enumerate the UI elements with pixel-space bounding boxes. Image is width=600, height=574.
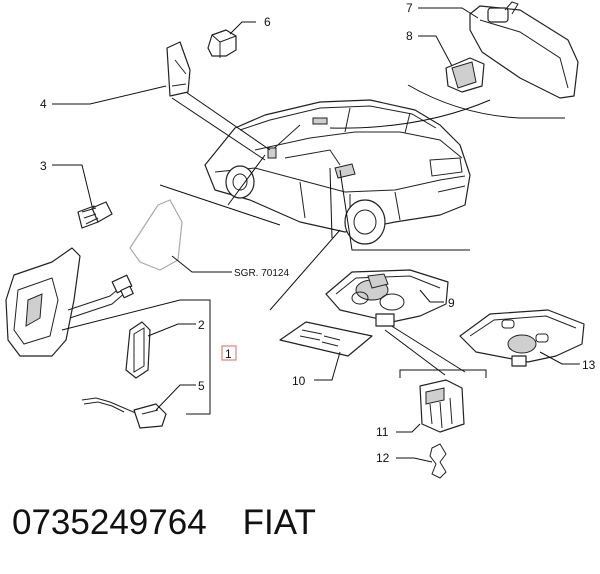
callout-10: 10 [292,374,306,388]
callout-6: 6 [264,15,271,29]
part-4-trim-cover [166,41,191,97]
callout-3: 3 [40,159,47,173]
part-12-clip [429,443,447,479]
part-13-dome-light [459,309,585,367]
part-9-dome-light [325,269,449,327]
reference-panel-shape [129,199,232,273]
callout-12: 12 [376,451,390,465]
guide-lines [159,84,565,376]
part-3-bolt [77,201,113,229]
callout-9: 9 [448,296,455,310]
callout-4: 4 [40,97,47,111]
part-6-clip [207,29,237,58]
part-7-rearview-mirror [469,1,579,99]
reference-label: SGR. 70124 [234,268,289,279]
outside-mirror-assembly [5,247,211,415]
callout-8: 8 [406,29,413,43]
part-8-mirror-base [445,57,485,93]
footer: 0735249764 FIAT [12,503,316,543]
callout-7: 7 [406,1,413,15]
callout-leaders [52,7,580,463]
part-2-mirror-glass [125,321,151,379]
callout-13: 13 [582,358,596,372]
part-10-lens-panel [279,321,373,357]
brand-name: FIAT [242,503,316,542]
callout-1-box [221,345,237,361]
part-5-control-cable [81,397,167,429]
callout-1: 1 [225,347,232,361]
part-number: 0735249764 [12,503,207,542]
part-11-switch-block [399,369,487,433]
callout-labels: 1 2 3 4 5 6 7 8 9 10 11 12 13 SGR. 70124 [40,1,596,465]
car-illustration [204,99,471,245]
callout-5: 5 [198,379,205,393]
callout-11: 11 [376,425,389,439]
callout-2: 2 [198,318,205,332]
